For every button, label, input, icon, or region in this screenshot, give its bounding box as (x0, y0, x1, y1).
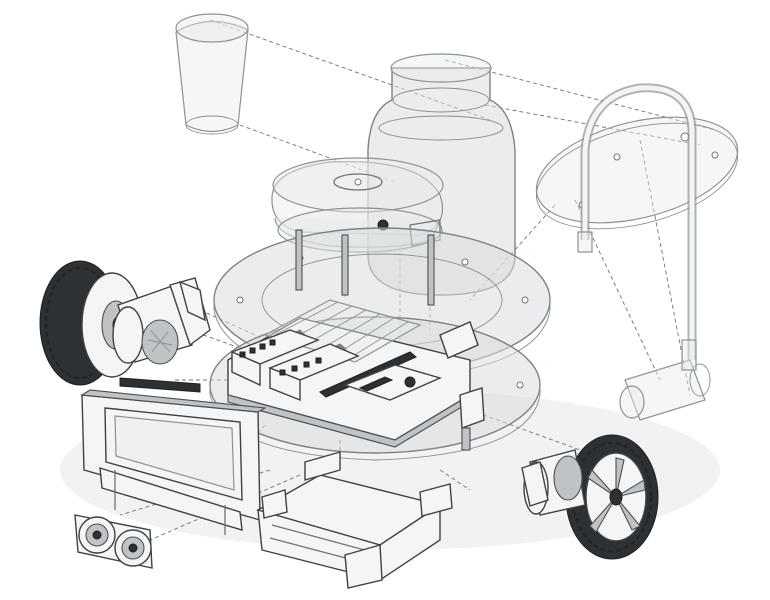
left-motor (112, 277, 211, 365)
water-pump (619, 339, 711, 421)
top-right-plate (535, 116, 739, 230)
wheel-spokes (587, 457, 646, 533)
standoffs (295, 229, 435, 306)
servo-bracket (439, 321, 485, 451)
battery-clips (261, 451, 453, 589)
motor-driver (342, 364, 443, 401)
lcd-display (80, 377, 267, 535)
right-motor (521, 449, 586, 516)
cup (175, 13, 249, 135)
ultrasonic-sensor (74, 514, 153, 569)
water-tube (577, 83, 697, 360)
right-wheel (565, 434, 659, 560)
relay-modules (230, 329, 360, 402)
lcd-header-pins (119, 377, 201, 393)
